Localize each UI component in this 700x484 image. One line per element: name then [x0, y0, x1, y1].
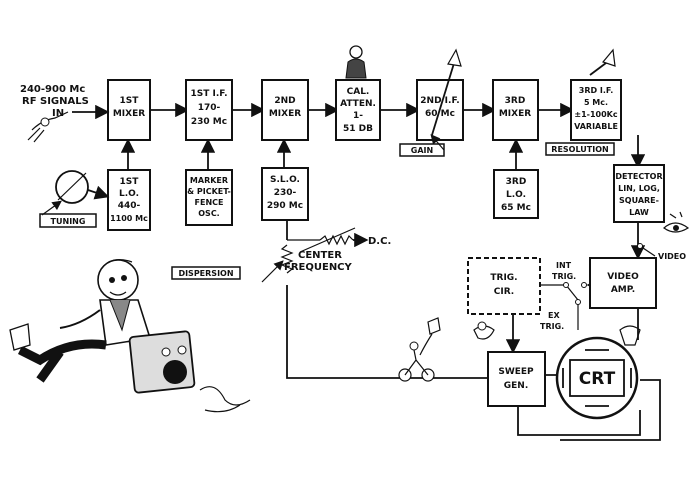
if3-l2: 5 Mc. [584, 98, 608, 107]
trig-sprite-icon [473, 321, 495, 340]
if2-l1: 2ND I.F. [420, 96, 459, 106]
marker-block[interactable]: MARKER & PICKET- FENCE OSC. [185, 169, 233, 226]
mixer3-block[interactable]: 3RD MIXER [492, 79, 539, 141]
resolution-tag[interactable]: RESOLUTION [545, 142, 615, 156]
dispersion-tag[interactable]: DISPERSION [171, 266, 241, 280]
center-freq-l2: FREQUENCY [284, 262, 353, 273]
cal-l4: 51 DB [343, 124, 373, 134]
lo1-l1: 1ST [120, 177, 140, 187]
cal-l2: ATTEN. [340, 99, 376, 109]
lo3-block[interactable]: 3RD L.O. 65 Mc [493, 169, 539, 219]
cal-l3: 1- [353, 111, 363, 121]
dispersion-pot[interactable] [261, 227, 369, 283]
detector-l4: LAW [629, 208, 649, 217]
gain-tag[interactable]: GAIN [399, 134, 445, 157]
tuning-knob[interactable] [41, 170, 110, 216]
if3-l4: VARIABLE [574, 122, 618, 131]
slo-l2: 230- [274, 188, 297, 198]
lo1-block[interactable]: 1ST L.O. 440- 1100 Mc [107, 169, 151, 231]
detector-l3: SQUARE- [619, 196, 659, 205]
center-freq-l1: CENTER [298, 250, 342, 261]
marker-l1: MARKER [190, 176, 228, 185]
technician-figure-icon [345, 45, 367, 79]
rocket-figure-icon [27, 111, 69, 143]
mixer3-l1: 3RD [505, 96, 526, 106]
if1-l2: 170- [198, 103, 221, 113]
mixer1-l2: MIXER [113, 109, 145, 119]
if1-l3: 230 Mc [191, 117, 227, 127]
if3-l1: 3RD I.F. [579, 86, 614, 95]
mixer1-l1: 1ST [120, 96, 140, 106]
lo1-l3: 440- [118, 201, 141, 211]
video-amp-block[interactable]: VIDEO AMP. [589, 257, 657, 309]
crt-sprite-icon [619, 325, 641, 346]
tuning-label: TUNING [51, 217, 86, 226]
gain-label: GAIN [411, 146, 433, 155]
dc-label: D.C. [368, 236, 391, 247]
slo-l3: 290 Mc [267, 201, 303, 211]
slo-block[interactable]: S.L.O. 230- 290 Mc [261, 167, 309, 221]
mixer3-l2: MIXER [499, 109, 531, 119]
lo1-l2: L.O. [119, 189, 139, 199]
if2-gain-arrow [431, 59, 456, 136]
mixer2-l1: 2ND [274, 96, 295, 106]
trig-l2: CIR. [494, 287, 514, 297]
marker-l2: & PICKET- [187, 187, 231, 196]
ex-trig-l1: EX [548, 311, 560, 320]
mixer2-block[interactable]: 2ND MIXER [261, 79, 309, 141]
sweep-l1: SWEEP [498, 367, 534, 377]
lo3-l3: 65 Mc [501, 203, 531, 213]
if2-block[interactable]: 2ND I.F. 60 Mc [416, 48, 464, 141]
input-l2: RF SIGNALS [22, 96, 89, 107]
detector-l1: DETECTOR [615, 172, 662, 181]
running-man-cartoon-icon [9, 258, 251, 413]
int-trig-l1: INT [556, 261, 572, 270]
crt-label: CRT [579, 369, 616, 389]
eye-icon [663, 211, 690, 233]
video-label: VIDEO [658, 252, 686, 261]
sweep-gen-block[interactable]: SWEEP GEN. [487, 351, 546, 407]
cal-atten-block[interactable]: CAL. ATTEN. 1- 51 DB [335, 79, 381, 141]
mixer2-l2: MIXER [269, 109, 301, 119]
input-label: 240-900 Mc RF SIGNALS IN [20, 84, 110, 120]
video-amp-l2: AMP. [611, 285, 635, 295]
slo-l1: S.L.O. [270, 175, 300, 185]
dispersion-label: DISPERSION [178, 269, 233, 278]
input-l3: IN [52, 108, 64, 119]
sweep-l2: GEN. [504, 381, 529, 391]
cal-l1: CAL. [347, 87, 370, 97]
trig-block[interactable]: TRIG. CIR. [467, 257, 541, 315]
if3-block[interactable]: 3RD I.F. 5 Mc. ±1-100Kc VARIABLE [570, 48, 622, 141]
mixer1-block[interactable]: 1ST MIXER [107, 79, 151, 141]
if3-l3: ±1-100Kc [574, 110, 617, 119]
resolution-label: RESOLUTION [551, 145, 608, 154]
kite-rider-icon [398, 317, 441, 382]
lo3-l1: 3RD [506, 177, 527, 187]
if1-l1: 1ST I.F. [190, 89, 227, 99]
detector-l2: LIN, LOG, [618, 184, 660, 193]
if1-block[interactable]: 1ST I.F. 170- 230 Mc [185, 79, 233, 141]
lo1-l4: 1100 Mc [110, 214, 148, 223]
tuning-tag[interactable]: TUNING [39, 213, 97, 228]
lo3-l2: L.O. [506, 190, 526, 200]
video-amp-l1: VIDEO [607, 272, 639, 282]
if2-l2: 60 Mc [425, 109, 455, 119]
ex-trig-l2: TRIG. [540, 322, 564, 331]
int-trig-l2: TRIG. [552, 272, 576, 281]
trig-l1: TRIG. [490, 273, 517, 283]
marker-l3: FENCE [195, 198, 224, 207]
crt-tube: CRT [555, 336, 639, 420]
detector-block[interactable]: DETECTOR LIN, LOG, SQUARE- LAW [613, 164, 665, 223]
input-l1: 240-900 Mc [20, 84, 85, 95]
marker-l4: OSC. [198, 209, 219, 218]
